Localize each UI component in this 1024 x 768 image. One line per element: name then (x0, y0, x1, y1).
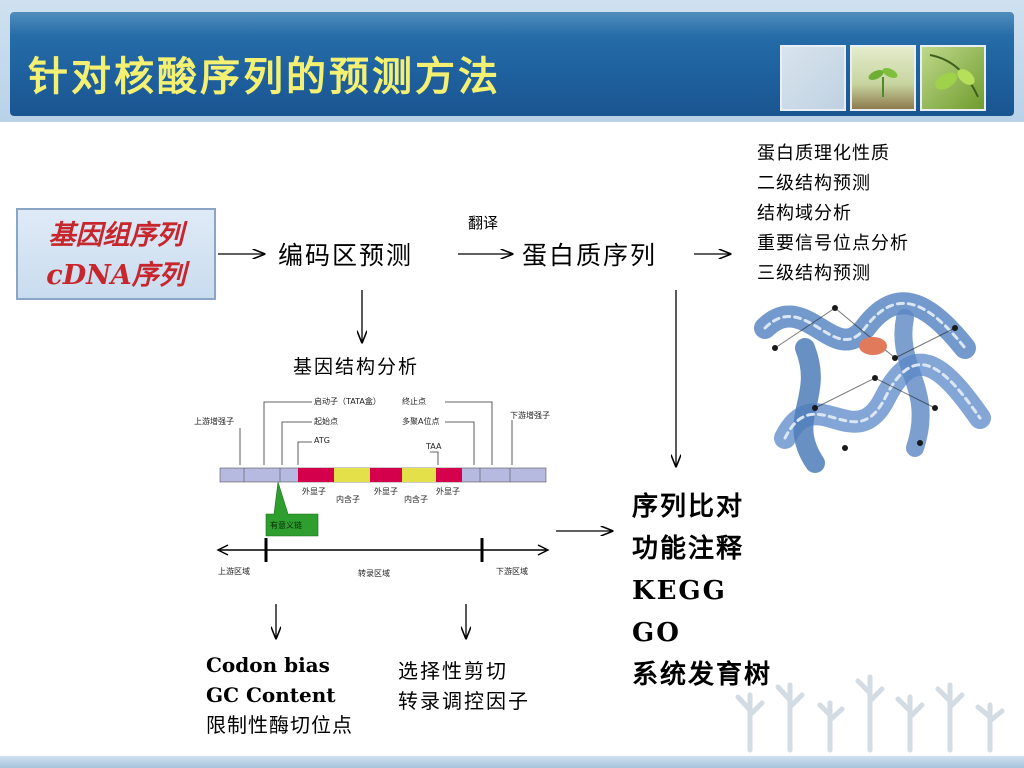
downstream-region-label: 下游区域 (496, 567, 528, 576)
exon-block (370, 468, 402, 482)
list-item: 重要信号位点分析 (757, 233, 909, 254)
protein-properties-list: 蛋白质理化性质 二级结构预测 结构域分析 重要信号位点分析 三级结构预测 (757, 139, 909, 289)
gene-diagram-graphics (216, 401, 550, 562)
list-item: KEGG (632, 576, 727, 606)
intron-label: 内含子 (336, 495, 360, 504)
slide-title: 针对核酸序列的预测方法 (28, 53, 501, 100)
list-item: 限制性酶切位点 (206, 713, 353, 737)
leaf-icon (929, 54, 979, 98)
translation-label: 翻译 (468, 214, 499, 232)
protein-sequence: 蛋白质序列 (522, 241, 658, 270)
exon-label: 外显子 (302, 487, 326, 496)
terminator-label: 终止点 (402, 397, 426, 406)
list-item: 三级结构预测 (757, 263, 871, 284)
sense-strand-flag (265, 481, 319, 537)
decor-tile-sprout (850, 45, 916, 111)
splicing-analysis-list: 选择性剪切 转录调控因子 (398, 656, 530, 716)
list-item: 选择性剪切 (398, 659, 508, 683)
polya-site-label: 多聚A位点 (402, 417, 440, 426)
list-item: Codon bias (206, 653, 330, 677)
gene-structure-analysis: 基因结构分析 (293, 356, 420, 378)
list-item: 序列比对 (632, 492, 745, 522)
transcribed-region-label: 转录区域 (358, 569, 390, 578)
intron-block (334, 468, 370, 482)
decor-tile-leaves (920, 45, 986, 111)
cdna-sequence-label: cDNA序列 (46, 260, 186, 291)
list-item: 功能注释 (632, 534, 745, 564)
list-item: 转录调控因子 (398, 689, 530, 713)
list-item: 二级结构预测 (757, 173, 871, 194)
list-item: 蛋白质理化性质 (757, 143, 890, 164)
downstream-enhancer-label: 下游增强子 (510, 411, 550, 420)
sequence-analysis-list: 序列比对 功能注释 KEGG GO 系统发育树 (632, 486, 772, 696)
upstream-region-label: 上游区域 (218, 567, 250, 576)
sprout-decoration-icon (735, 674, 1005, 753)
slide-header: 针对核酸序列的预测方法 (0, 0, 1024, 122)
intron-block (402, 468, 436, 482)
exon-block (436, 468, 462, 482)
list-item: 系统发育树 (632, 660, 773, 690)
start-site-label: 起始点 (314, 417, 338, 426)
upstream-enhancer-label: 上游增强子 (194, 417, 234, 426)
protein-structure-image (754, 292, 991, 473)
taa-label: TAA (426, 442, 442, 451)
list-item: GC Content (206, 683, 336, 707)
genome-sequence-label: 基因组序列 (48, 220, 184, 251)
genome-cdna-box: 基因组序列 cDNA序列 (16, 208, 216, 300)
coding-region-prediction: 编码区预测 (278, 241, 414, 270)
list-item: 结构域分析 (757, 203, 852, 224)
title-band (10, 12, 1014, 116)
promoter-label: 启动子（TATA盒） (314, 397, 381, 406)
exon-label: 外显子 (374, 487, 398, 496)
gene-structure-diagram: 上游增强子 启动子（TATA盒） 起始点 ATG 终止点 多聚A位点 TAA 下… (190, 390, 560, 592)
bottom-band (0, 756, 1024, 768)
ligand-site (859, 337, 887, 355)
sense-strand-label: 有意义链 (270, 521, 302, 530)
intron-label: 内含子 (404, 495, 428, 504)
atg-label: ATG (314, 436, 330, 445)
list-item: GO (632, 618, 681, 648)
decor-tile-blank (780, 45, 846, 111)
codon-analysis-list: Codon bias GC Content 限制性酶切位点 (206, 650, 353, 740)
sprout-icon (868, 68, 898, 97)
exon-block (298, 468, 334, 482)
exon-label: 外显子 (436, 487, 460, 496)
